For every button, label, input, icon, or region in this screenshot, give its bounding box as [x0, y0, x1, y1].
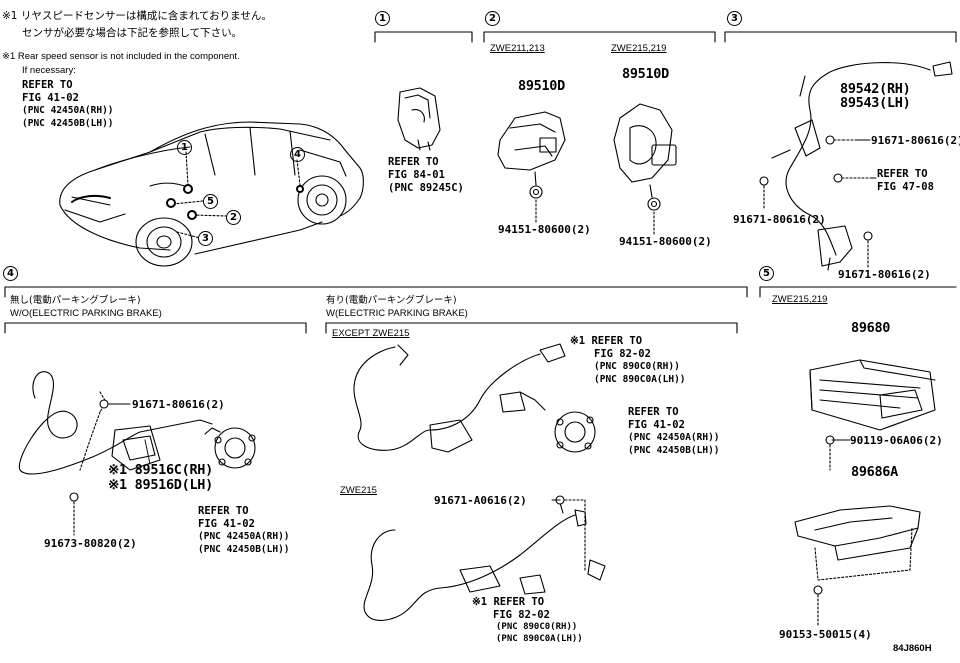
section4-z-bolt[interactable]: 91671-A0616(2) [434, 494, 527, 507]
section4-right-jp: 有り(電動パーキングブレーキ) [326, 295, 457, 306]
section4-hub-ref1: REFER TO [198, 505, 249, 517]
section1-part [397, 87, 441, 151]
section1-ref3: (PNC 89245C) [388, 182, 464, 194]
car-callout-2[interactable]: 2 [226, 210, 241, 225]
section4-right-lower [363, 495, 606, 621]
note-en-line2: If necessary: [22, 65, 76, 76]
section4-zwe215-label: ZWE215 [340, 485, 377, 496]
section2-part-b-label[interactable]: 89510D [622, 66, 669, 82]
section4-right-en: W(ELECTRIC PARKING BRAKE) [326, 308, 468, 319]
section3-part-lh[interactable]: 89543(LH) [840, 95, 911, 111]
section4-number: 4 [3, 266, 18, 281]
section3-bolt-2[interactable]: 91671-80616(2) [733, 213, 826, 226]
section2-part-a-label[interactable]: 89510D [518, 78, 565, 94]
figure-code: 84J860H [893, 643, 932, 654]
section3-sensor [759, 61, 953, 271]
section4-x-hub3: (PNC 42450A(RH)) [628, 432, 720, 443]
section4-x-ref2: FIG 82-02 [594, 348, 651, 360]
note-jp-line1: ※1 リヤスピードセンサーは構成に含まれておりません。 [2, 10, 272, 22]
section4-hub-ref2: FIG 41-02 [198, 518, 255, 530]
section3-ref1: REFER TO [877, 168, 928, 180]
section4-sensor-lh[interactable]: ※1 89516D(LH) [108, 477, 213, 493]
section4-bolt-bottom[interactable]: 91673-80820(2) [44, 537, 137, 550]
section5-variant: ZWE215,219 [772, 294, 828, 305]
section4-x-hub1: REFER TO [628, 406, 679, 418]
section4-x-ref3: (PNC 890C0(RH)) [594, 361, 680, 372]
section3-bolt-3[interactable]: 91671-80616(2) [838, 268, 931, 281]
section5-bolt-2[interactable]: 90153-50015(4) [779, 628, 872, 641]
section2-nut-a[interactable]: 94151-80600(2) [498, 223, 591, 236]
section5-number: 5 [759, 266, 774, 281]
section3-part-rh[interactable]: 89542(RH) [840, 81, 911, 97]
car-callout-5[interactable]: 5 [203, 194, 218, 209]
section1-ref2: FIG 84-01 [388, 169, 445, 181]
section4-left-jp: 無し(電動パーキングブレーキ) [10, 295, 141, 306]
section5-ecu [809, 359, 936, 471]
section2-nut-b[interactable]: 94151-80600(2) [619, 235, 712, 248]
section3-ref2: FIG 47-08 [877, 181, 934, 193]
section2-number: 2 [485, 11, 500, 26]
car-callout-1[interactable]: 1 [177, 140, 192, 155]
section4-x-hub4: (PNC 42450B(LH)) [628, 445, 720, 456]
section4-x-ref4: (PNC 890C0A(LH)) [594, 374, 686, 385]
section2-part-b [613, 103, 677, 235]
section2-variant-a: ZWE211,213 [490, 43, 545, 54]
note-ref-line1: REFER TO [22, 79, 73, 91]
section1-number: 1 [375, 11, 390, 26]
car-drawing [59, 121, 364, 267]
car-callout-3[interactable]: 3 [198, 231, 213, 246]
note-jp-line2: センサが必要な場合は下記を参照して下さい。 [22, 27, 243, 39]
section4-bolt-top[interactable]: 91671-80616(2) [132, 398, 225, 411]
section4-right-upper [353, 343, 596, 453]
section5-bracket [794, 505, 921, 626]
section4-z-ref3: (PNC 890C0(RH)) [496, 622, 578, 632]
section3-number: 3 [727, 11, 742, 26]
section4-z-ref4: (PNC 890C0A(LH)) [496, 634, 583, 644]
section1-ref1: REFER TO [388, 156, 439, 168]
label-leaders [107, 139, 877, 501]
note-ref-line4: (PNC 42450B(LH)) [22, 118, 114, 129]
section4-z-ref2: FIG 82-02 [493, 609, 550, 621]
section4-x-ref1: ※1 REFER TO [570, 335, 643, 347]
car-callout-4[interactable]: 4 [290, 147, 305, 162]
car-leaders [172, 151, 301, 239]
section3-bolt-1[interactable]: 91671-80616(2) [871, 134, 960, 147]
note-ref-line3: (PNC 42450A(RH)) [22, 105, 114, 116]
section5-part-ecu[interactable]: 89680 [851, 320, 891, 336]
section2-variant-b: ZWE215,219 [611, 43, 667, 54]
section5-bolt-1[interactable]: 90119-06A06(2) [850, 434, 943, 447]
section-brackets [4, 31, 957, 334]
note-en-line1: ※1 Rear speed sensor is not included in … [2, 51, 240, 62]
section4-except-label: EXCEPT ZWE215 [332, 328, 410, 339]
car-callout-dots [166, 184, 304, 220]
section4-hub-ref4: (PNC 42450B(LH)) [198, 544, 290, 555]
section4-left-en: W/O(ELECTRIC PARKING BRAKE) [10, 308, 162, 319]
section2-part-a [497, 111, 566, 223]
section4-hub-ref3: (PNC 42450A(RH)) [198, 531, 290, 542]
section4-left-sensor [18, 371, 256, 536]
section4-x-hub2: FIG 41-02 [628, 419, 685, 431]
section4-z-ref1: ※1 REFER TO [472, 596, 545, 608]
note-ref-line2: FIG 41-02 [22, 92, 79, 104]
section5-part-bracket[interactable]: 89686A [851, 464, 898, 480]
section4-sensor-rh[interactable]: ※1 89516C(RH) [108, 462, 213, 478]
